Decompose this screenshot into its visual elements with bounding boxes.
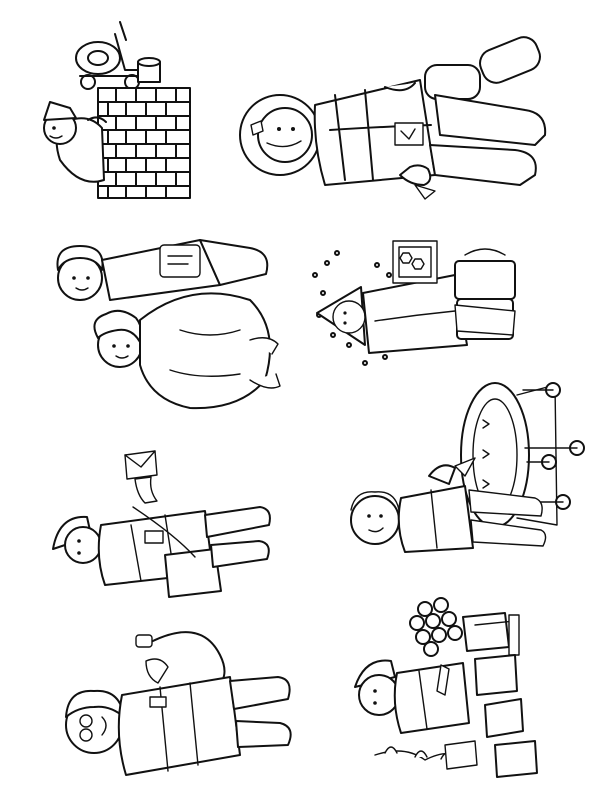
beekeeper-icon (312, 240, 516, 366)
astronaut-icon (239, 36, 547, 200)
gardener-icon (354, 597, 538, 778)
cook-icon (56, 239, 281, 410)
mail-carrier-icon (52, 450, 271, 598)
doctor-icon (65, 631, 292, 776)
baker-icon (350, 382, 585, 553)
bricklayer-icon (43, 21, 191, 199)
